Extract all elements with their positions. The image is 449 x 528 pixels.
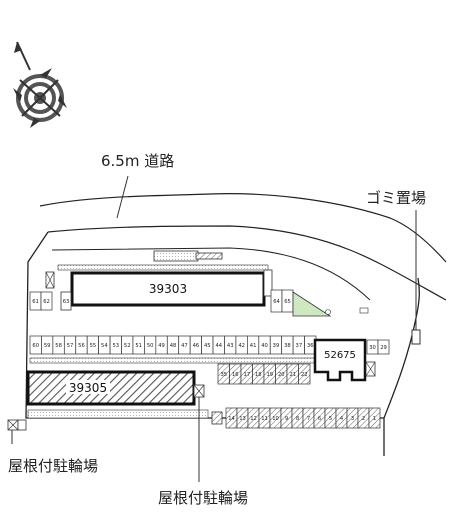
- parking-space-number: 12: [250, 416, 257, 422]
- parking-space-number: 46: [193, 343, 200, 349]
- parking-space-number: 56: [78, 343, 85, 349]
- parking-space-number: 36: [307, 343, 314, 349]
- parking-space-number: 13: [239, 416, 246, 422]
- parking-space-number: 18: [255, 372, 262, 378]
- parking-space-number: 9: [285, 416, 288, 422]
- parking-space-number: 10: [272, 416, 279, 422]
- parking-space-number: 58: [55, 343, 62, 349]
- parking-space-number: 17: [243, 372, 250, 378]
- parking-space-number: 57: [67, 343, 74, 349]
- parking-space-number: 47: [181, 343, 188, 349]
- building-39305-label: 39305: [69, 381, 107, 395]
- planting-strip-mid: [29, 357, 317, 364]
- parking-space-number: 42: [238, 343, 245, 349]
- bicycle-parking-label-bottom: 屋根付駐輪場: [158, 489, 248, 507]
- parking-space-number: 55: [90, 343, 97, 349]
- parking-space-number: 38: [284, 343, 291, 349]
- parking-space-number: 6: [318, 416, 321, 422]
- parking-main-row-group: 60 59 58 57 56 55 54 53 52 51 50 49 48 47 46 45 44 43 42 41…: [29, 335, 317, 355]
- parking-space-number: 44: [215, 343, 222, 349]
- parking-space-number: 65: [284, 299, 291, 305]
- parking-space-number: 7: [307, 416, 310, 422]
- parking-space-number: 45: [204, 343, 211, 349]
- parking-left-top-group: 61 62: [29, 291, 53, 311]
- parking-space-number: 20: [278, 372, 285, 378]
- parking-space-number: 5: [329, 416, 332, 422]
- parking-space-number: 11: [261, 416, 268, 422]
- parking-space-number: 14: [228, 416, 235, 422]
- parking-space-number: 50: [147, 343, 154, 349]
- parking-space-number: 21: [289, 372, 296, 378]
- road-edge-south: [47, 225, 447, 301]
- parking-space-number: 59: [44, 343, 51, 349]
- road-edge-north: [39, 193, 447, 263]
- parking-bottom-row-group: 14 13 12 11 10 9 8 7 6 5 4 3 2 1: [225, 407, 381, 429]
- green-area: [292, 291, 332, 317]
- parking-right-row-group: 30 29: [366, 339, 390, 355]
- parking-space-number: 63: [63, 299, 70, 305]
- garbage-label: ゴミ置場: [366, 189, 426, 207]
- parking-space-number: 54: [101, 343, 108, 349]
- parking-space-number: 43: [227, 343, 234, 349]
- parking-space-number: 62: [43, 299, 50, 305]
- parking-space-number: 39: [273, 343, 280, 349]
- site-boundary: [25, 231, 420, 456]
- parking-space: [368, 407, 381, 429]
- inner-boundary: [51, 247, 371, 301]
- parking-space-number: 22: [301, 372, 308, 378]
- parking-space-number: 41: [250, 343, 257, 349]
- parking-space: [60, 291, 72, 311]
- bicycle-parking-label-left: 屋根付駐輪場: [8, 457, 98, 475]
- building-39305: [26, 370, 196, 406]
- parking-space: [298, 363, 311, 385]
- garbage-area: [411, 329, 421, 345]
- parking-space-number: 3: [351, 416, 354, 422]
- stair-39303: [263, 269, 273, 297]
- parking-space-number: 51: [135, 343, 142, 349]
- parking-space-number: 29: [380, 345, 387, 351]
- parking-space-number: 60: [32, 343, 39, 349]
- parking-space-number: 2: [362, 416, 365, 422]
- parking-space-number: 37: [296, 343, 303, 349]
- parking-space-number: 64: [273, 299, 280, 305]
- parking-space-number: 8: [296, 416, 299, 422]
- parking-space-number: 16: [232, 372, 239, 378]
- parking-space: [40, 291, 53, 311]
- planting-strip-bottom: [27, 409, 209, 419]
- parking-middle-row-group: 35 16 17 18 19 20 21 22: [217, 363, 311, 385]
- parking-space-number: 4: [340, 416, 344, 422]
- meter-box-bottom: [211, 411, 223, 425]
- meter-box: [195, 252, 223, 260]
- planting-strip: [153, 250, 199, 262]
- parking-space-number: 40: [261, 343, 268, 349]
- compass-icon: [13, 41, 67, 128]
- parking-space-number: 49: [158, 343, 165, 349]
- parking-space: [377, 339, 390, 355]
- parking-space-number: 61: [32, 299, 39, 305]
- parking-space-number: 19: [266, 372, 273, 378]
- parking-space-number: 30: [369, 345, 376, 351]
- road-label: 6.5m 道路: [101, 152, 174, 170]
- building-52675: [313, 338, 367, 382]
- parking-space-number: 35: [220, 372, 227, 378]
- planting-strip-top: [57, 264, 269, 271]
- parking-space-number: 52: [124, 343, 131, 349]
- parking-space-number: 53: [112, 343, 119, 349]
- small-box: [359, 307, 369, 314]
- parking-top-right-group: 64 65: [270, 289, 294, 313]
- building-52675-label: 52675: [324, 350, 356, 361]
- parking-space-number: 48: [170, 343, 177, 349]
- parking-space-number: 1: [373, 416, 376, 422]
- building-39303-label: 39303: [149, 282, 187, 296]
